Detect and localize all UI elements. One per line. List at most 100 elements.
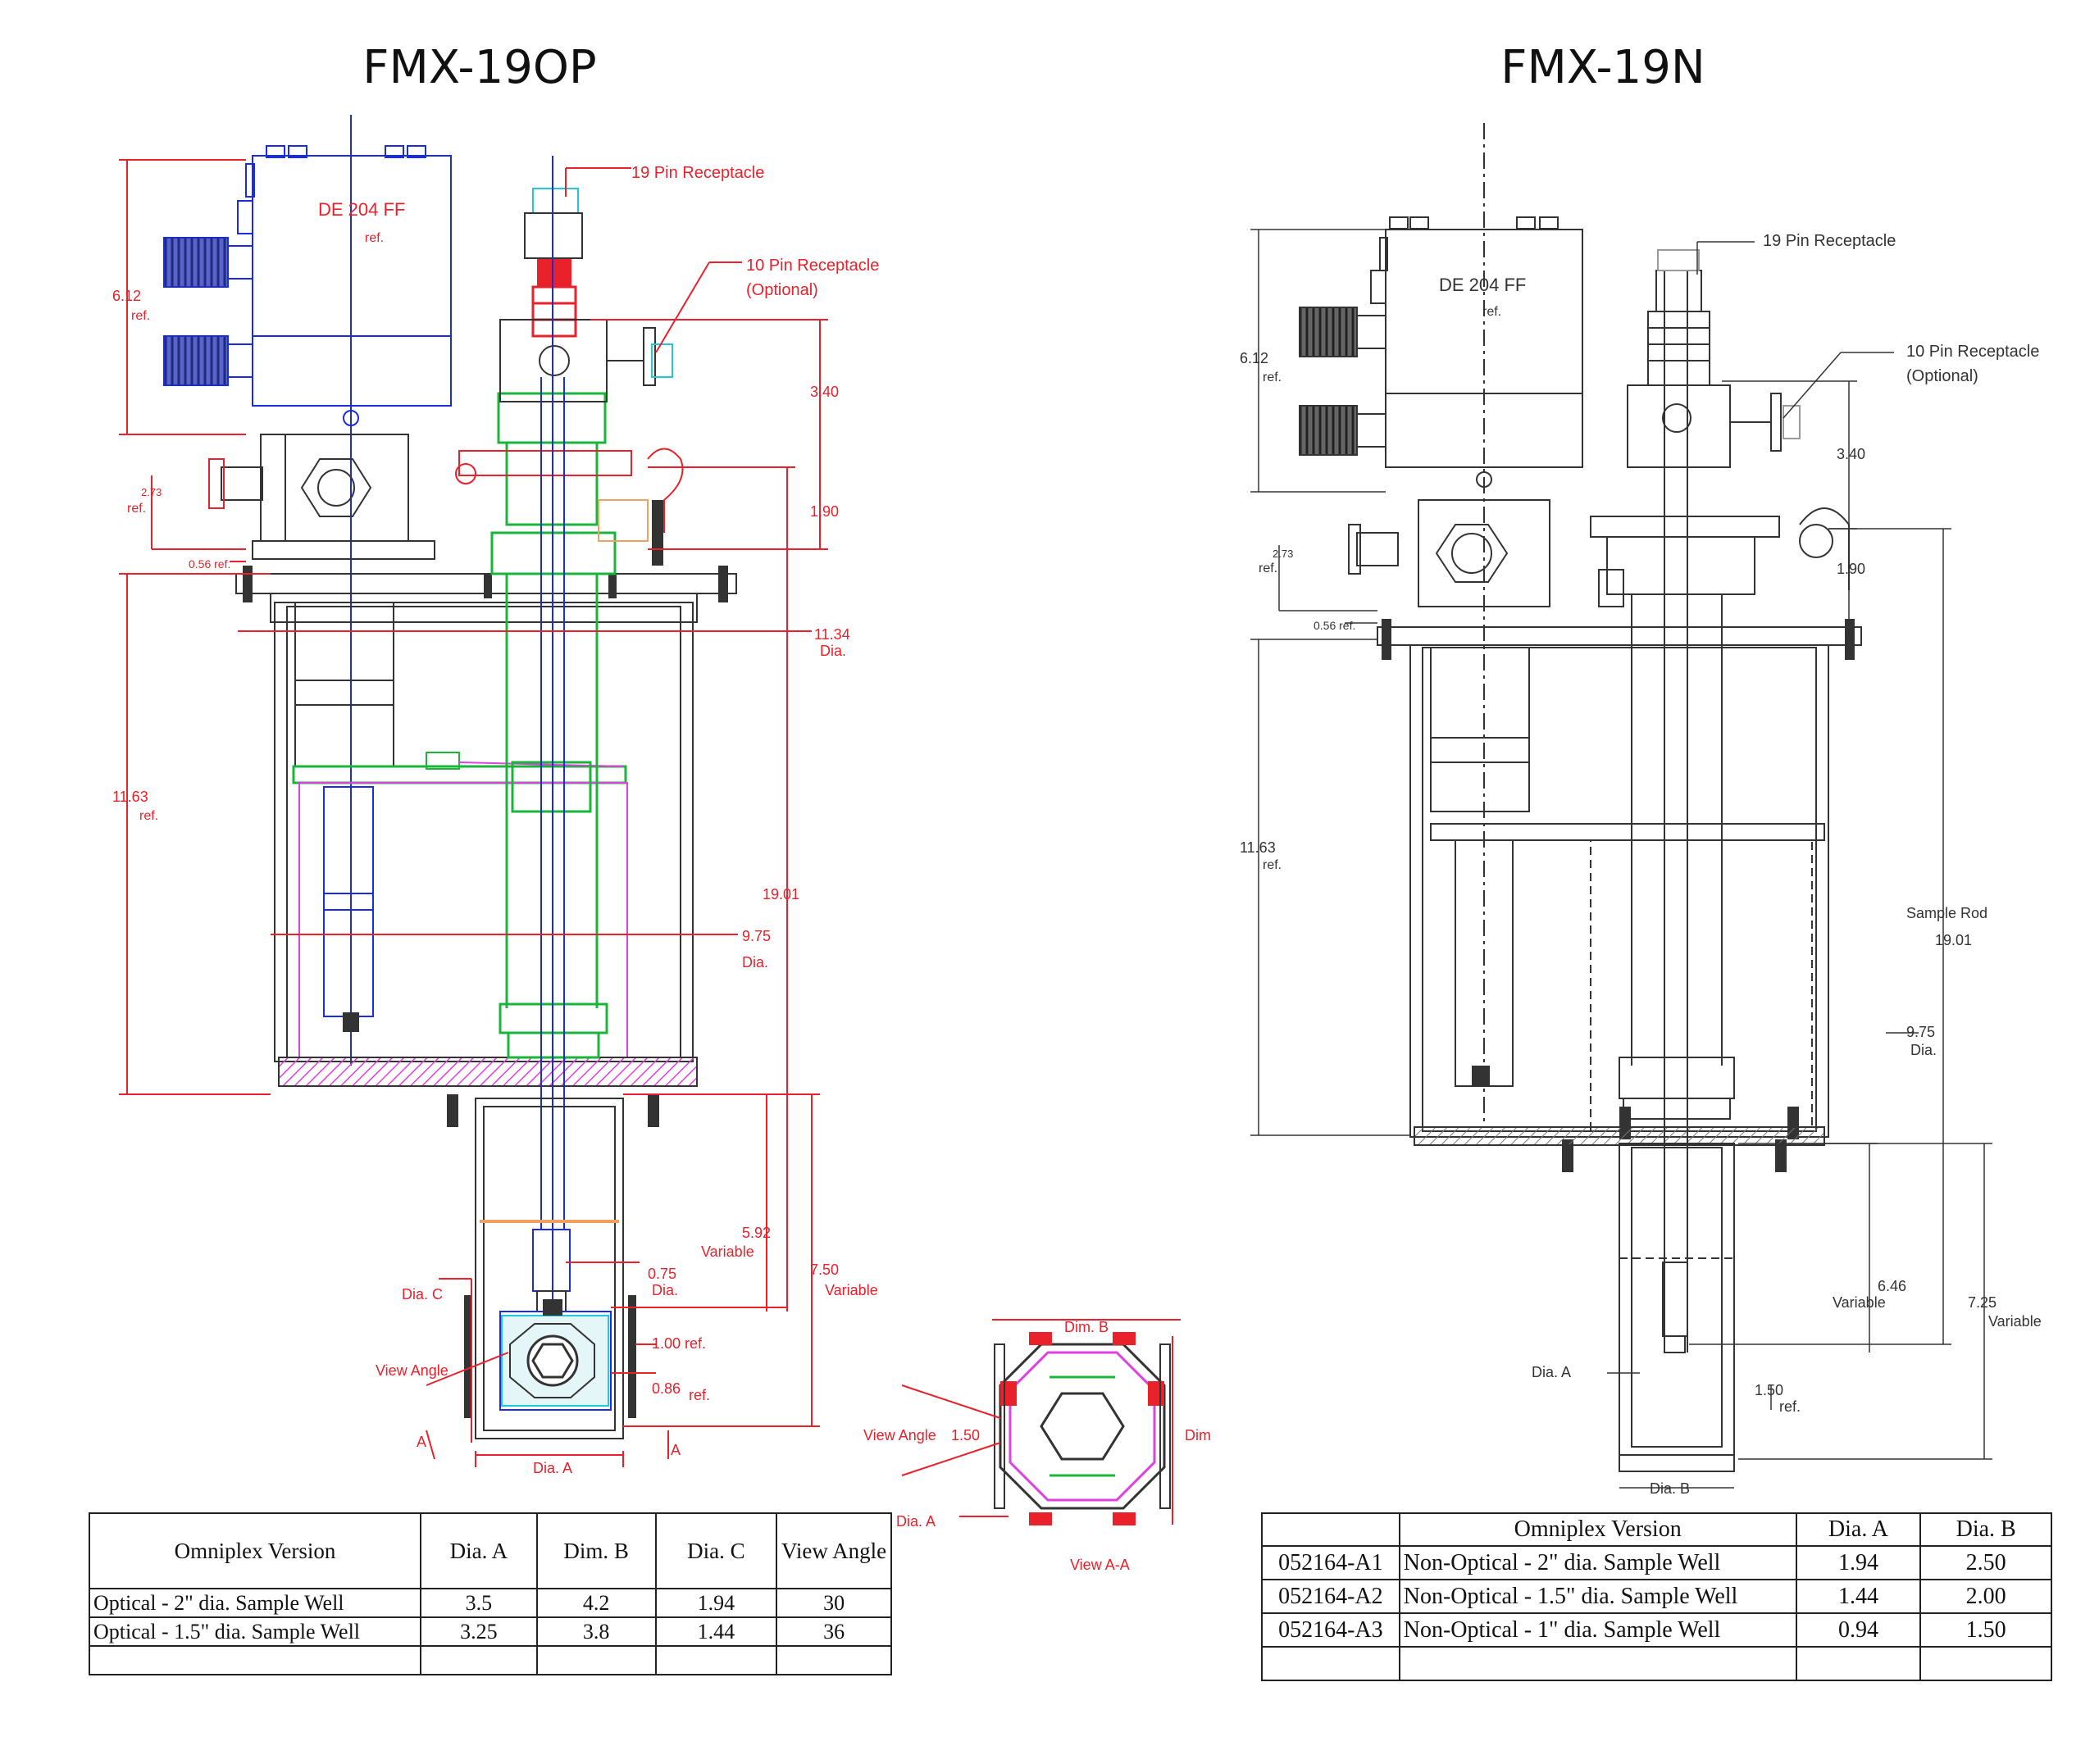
left-table-header: Omniplex Version Dia. A Dim. B Dia. C Vi… [88, 1512, 892, 1589]
left-d975: 9.75 [742, 928, 771, 944]
left-d273: 2.73 [141, 486, 162, 498]
left-omniplex-table: Omniplex Version Dia. A Dim. B Dia. C Vi… [88, 1512, 892, 1675]
left-section-a-1: A [417, 1434, 426, 1450]
left-section-a-2: A [671, 1442, 681, 1458]
view-diaA: Dia. A [896, 1513, 936, 1530]
left-title: FMX-19OP [362, 41, 597, 94]
left-pin10-label: 10 Pin Receptacle [746, 257, 879, 275]
left-d750: 7.50 [810, 1262, 839, 1278]
table-cell: 4.2 [535, 1588, 657, 1618]
left-optional-label: (Optional) [746, 281, 818, 299]
left-d190: 1.90 [810, 503, 839, 520]
view-angle-label: View Angle [863, 1427, 936, 1443]
left-d273-ref: ref. [127, 502, 146, 516]
table-row-empty [1261, 1646, 2052, 1681]
right-optional-label: (Optional) [1906, 367, 1978, 385]
table-cell: 3.25 [420, 1616, 538, 1647]
left-d612: 6.12 [112, 288, 141, 304]
table-row-empty [88, 1645, 892, 1675]
left-th-version: Omniplex Version [88, 1512, 422, 1589]
right-d150: 1.50 [1755, 1382, 1783, 1398]
right-omniplex-table: Omniplex Version Dia. A Dia. B 052164-A1… [1261, 1512, 2052, 1681]
left-d075: 0.75 [648, 1266, 676, 1282]
table-cell: 1.94 [654, 1588, 778, 1618]
right-pin10-label: 10 Pin Receptacle [1906, 343, 2039, 361]
table-row: 052164-A1 Non-Optical - 2" dia. Sample W… [1261, 1545, 2052, 1580]
right-th-diaB: Dia. B [1919, 1512, 2052, 1547]
right-d1163: 11.63 [1240, 839, 1276, 856]
table-cell: Non-Optical - 2" dia. Sample Well [1398, 1545, 1797, 1580]
left-pin19-label: 19 Pin Receptacle [631, 164, 764, 182]
right-d1901: 19.01 [1935, 932, 1972, 948]
table-cell: 2.50 [1919, 1545, 2052, 1580]
table-cell: 1.44 [1795, 1579, 1922, 1614]
left-d056: 0.56 ref. [189, 557, 230, 571]
right-sample-rod: Sample Rod [1906, 905, 1987, 921]
view-aa-title: View A-A [1070, 1557, 1130, 1573]
left-view-angle: View Angle [376, 1362, 448, 1379]
left-d1163: 11.63 [112, 789, 148, 805]
right-model-ref: ref. [1482, 305, 1501, 319]
left-th-diaA: Dia. A [420, 1512, 538, 1589]
left-d1134-dia: Dia. [820, 643, 846, 659]
table-cell: Non-Optical - 1" dia. Sample Well [1398, 1612, 1797, 1648]
right-d725-variable: Variable [1988, 1313, 2042, 1330]
left-d612-ref: ref. [131, 309, 150, 323]
table-cell: 052164-A1 [1261, 1545, 1400, 1580]
left-d750-variable: Variable [825, 1282, 878, 1298]
table-cell: 1.44 [654, 1616, 778, 1647]
left-d100-ref: ref. [685, 1335, 706, 1352]
right-d646: 6.46 [1878, 1278, 1906, 1294]
right-th-diaA: Dia. A [1795, 1512, 1922, 1547]
view-dimB: Dim. B [1064, 1319, 1109, 1335]
right-pin19-label: 19 Pin Receptacle [1763, 232, 1896, 250]
right-d975-dia: Dia. [1910, 1042, 1937, 1058]
table-cell: 052164-A2 [1261, 1579, 1400, 1614]
right-diaA: Dia. A [1532, 1364, 1571, 1380]
left-labels: 19 Pin Receptacle 10 Pin Receptacle (Opt… [112, 164, 1211, 1573]
left-d1163-ref: ref. [139, 809, 158, 823]
table-cell: 1.50 [1919, 1612, 2052, 1648]
left-d1134: 11.34 [814, 626, 850, 643]
right-d975: 9.75 [1906, 1024, 1935, 1040]
left-d340: 3.40 [810, 384, 839, 400]
left-dimension-lines [119, 159, 828, 1467]
left-th-view-angle: View Angle [776, 1512, 892, 1589]
table-cell: 30 [776, 1588, 892, 1618]
right-d056: 0.56 ref. [1314, 619, 1355, 632]
table-cell: Non-Optical - 1.5" dia. Sample Well [1398, 1579, 1797, 1614]
left-d592: 5.92 [742, 1225, 771, 1241]
left-model-label: DE 204 FF [318, 199, 405, 220]
left-d592-variable: Variable [701, 1243, 754, 1260]
right-d150-ref: ref. [1779, 1398, 1801, 1415]
right-d1163-ref: ref. [1263, 858, 1282, 872]
right-labels: 19 Pin Receptacle 10 Pin Receptacle (Opt… [1240, 232, 2042, 1497]
table-cell: 3.8 [535, 1616, 657, 1647]
left-diaC: Dia. C [402, 1286, 443, 1303]
left-knurled-connectors [163, 237, 253, 386]
right-title: FMX-19N [1500, 41, 1705, 94]
right-d273: 2.73 [1273, 548, 1293, 560]
right-model-label: DE 204 FF [1439, 275, 1526, 295]
fmx19n-drawing [1250, 123, 1992, 1489]
left-d086: 0.86 [652, 1380, 681, 1397]
right-th-part [1261, 1512, 1400, 1547]
table-cell: 0.94 [1795, 1612, 1922, 1648]
table-cell: Optical - 2" dia. Sample Well [88, 1588, 422, 1618]
table-cell: 052164-A3 [1261, 1612, 1400, 1648]
right-dimension-lines [1250, 229, 1992, 1489]
table-row: 052164-A2 Non-Optical - 1.5" dia. Sample… [1261, 1579, 2052, 1614]
right-d340: 3.40 [1837, 446, 1865, 462]
left-model-ref: ref. [365, 231, 384, 245]
table-cell: 3.5 [420, 1588, 538, 1618]
right-diaB: Dia. B [1650, 1480, 1690, 1497]
left-d086-ref: ref. [689, 1387, 710, 1403]
view-dim: Dim [1185, 1427, 1211, 1443]
left-th-dimB: Dim. B [535, 1512, 657, 1589]
table-row: Optical - 1.5" dia. Sample Well 3.25 3.8… [88, 1616, 892, 1647]
table-cell: 36 [776, 1616, 892, 1647]
right-th-version: Omniplex Version [1398, 1512, 1797, 1547]
fmx19op-drawing [119, 115, 1181, 1525]
